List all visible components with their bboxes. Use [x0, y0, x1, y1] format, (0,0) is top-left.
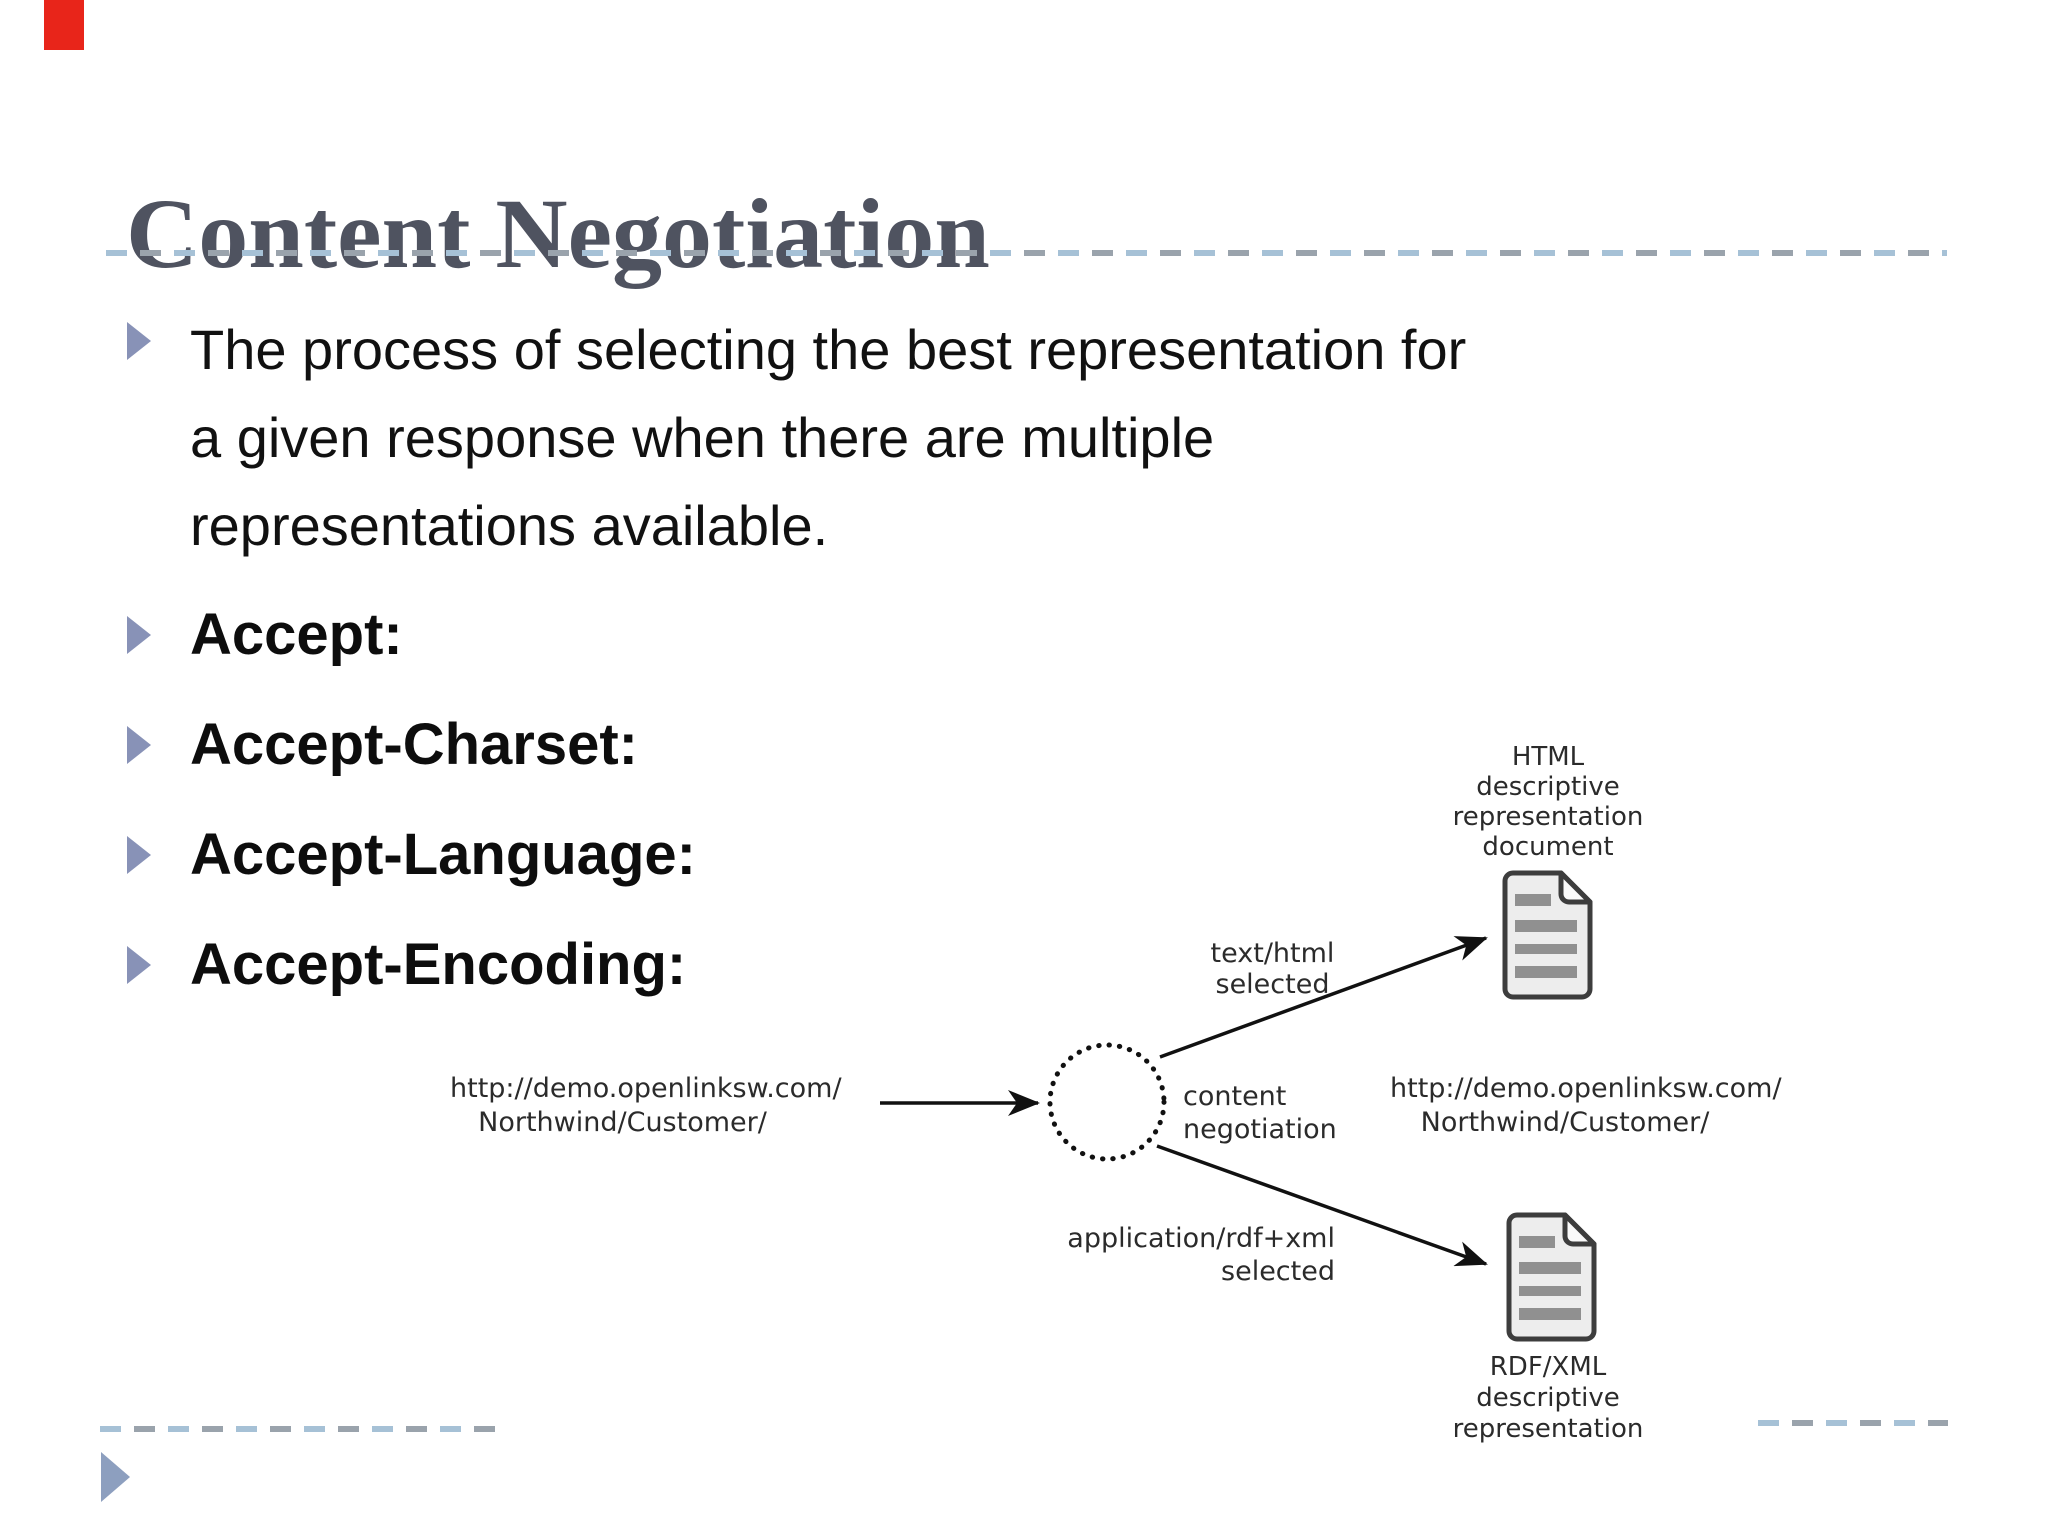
html-branch-label: text/html selected — [1170, 938, 1375, 1000]
html-doc-label-line-4: document — [1482, 832, 1614, 862]
document-icon-rdf — [1506, 1212, 1597, 1342]
result-url: http://demo.openlinksw.com/ Northwind/Cu… — [1390, 1072, 1782, 1140]
bullet-triangle-icon — [127, 322, 151, 360]
result-url-line-1: http://demo.openlinksw.com/ — [1390, 1073, 1782, 1104]
html-branch-line-2: selected — [1215, 969, 1330, 1000]
request-url-line-2: Northwind/Customer/ — [478, 1107, 767, 1138]
title-underline — [106, 250, 1947, 256]
intro-line-2: a given response when there are multiple — [190, 406, 1215, 469]
bullet-triangle-icon — [127, 726, 151, 764]
rdf-doc-label-line-2: descriptive — [1476, 1383, 1620, 1413]
bullet-list: The process of selecting the best repres… — [100, 306, 1900, 1040]
negotiation-circle — [1047, 1042, 1167, 1162]
document-icon-html — [1502, 870, 1593, 1000]
result-url-line-2: Northwind/Customer/ — [1420, 1107, 1710, 1138]
arrow-html-branch-icon — [1159, 936, 1488, 1059]
header-accept-charset: Accept-Charset: — [190, 712, 638, 777]
node-label-line-2: negotiation — [1183, 1114, 1337, 1145]
negotiation-node-label: content negotiation — [1183, 1080, 1337, 1146]
footer-rule-left — [100, 1426, 496, 1432]
header-accept: Accept: — [190, 602, 403, 667]
html-doc-label: HTML descriptive representation document — [1423, 742, 1673, 862]
list-item: Accept: — [100, 600, 1900, 670]
list-item: Accept-Charset: — [100, 710, 1900, 780]
html-doc-label-line-2: descriptive — [1476, 772, 1620, 802]
rdf-branch-line-1: application/rdf+xml — [1067, 1223, 1335, 1254]
request-url-line-1: http://demo.openlinksw.com/ — [450, 1073, 842, 1104]
list-item: Accept-Encoding: — [100, 930, 1900, 1000]
html-doc-label-line-3: representation — [1452, 802, 1644, 832]
header-accept-encoding: Accept-Encoding: — [190, 932, 687, 997]
arrow-rdf-branch-icon — [1156, 1144, 1488, 1267]
red-accent-bar — [44, 0, 84, 50]
intro-line-1: The process of selecting the best repres… — [190, 318, 1467, 381]
footer-rule-right — [1758, 1420, 1948, 1426]
bullet-triangle-icon — [127, 836, 151, 874]
page-title: Content Negotiation — [126, 178, 990, 289]
rdf-doc-label-line-1: RDF/XML — [1489, 1352, 1607, 1382]
rdf-doc-label: RDF/XML descriptive representation — [1423, 1352, 1673, 1445]
bullet-triangle-icon — [127, 946, 151, 984]
request-url: http://demo.openlinksw.com/ Northwind/Cu… — [450, 1072, 842, 1140]
rdf-doc-label-line-3: representation — [1452, 1414, 1644, 1444]
rdf-branch-line-2: selected — [1221, 1256, 1335, 1287]
list-item: Accept-Language: — [100, 820, 1900, 890]
rdf-branch-label: application/rdf+xml selected — [1045, 1222, 1335, 1288]
header-accept-language: Accept-Language: — [190, 822, 696, 887]
list-item: The process of selecting the best repres… — [100, 306, 1900, 570]
node-label-line-1: content — [1183, 1081, 1287, 1112]
html-doc-label-line-1: HTML — [1511, 742, 1585, 772]
intro-line-3: representations available. — [190, 494, 829, 557]
nav-triangle-icon — [101, 1452, 130, 1502]
html-branch-line-1: text/html — [1210, 938, 1335, 969]
bullet-triangle-icon — [127, 616, 151, 654]
